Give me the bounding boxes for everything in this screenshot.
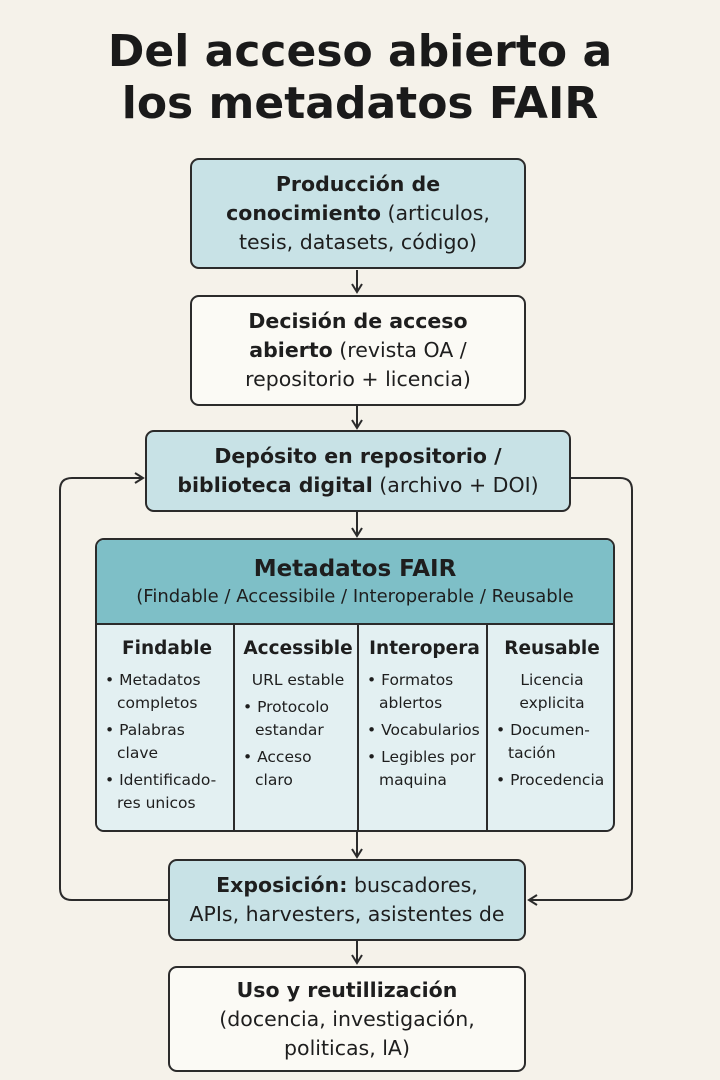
fair-item: • Palabras clave: [105, 719, 229, 765]
box-produccion-line-3: tesis, datasets, código): [238, 230, 478, 254]
fair-item-text: Formatos ablertos: [379, 671, 454, 712]
fair-item-text: Legibles por maquina: [379, 748, 476, 789]
fair-item: URL estable: [243, 669, 353, 692]
fair-item: • Procedencia: [496, 769, 608, 792]
loop-right-arrow: [527, 477, 633, 906]
fair-column-title: Accessible: [243, 638, 353, 659]
box-uso-line-1: Uso y reutillización: [236, 977, 458, 1002]
box-uso-line-2: (docencia, investigación,: [219, 1006, 475, 1031]
box-decision-bold: abierto: [249, 338, 333, 362]
fair-item-text: Documen-tación: [508, 721, 590, 762]
bullet-icon: •: [105, 771, 120, 789]
fair-subtitle: (Findable / Accessibile / Interoperable …: [136, 585, 574, 607]
box-decision-detail: (revista OA /: [332, 338, 467, 362]
box-exposicion-detail: buscadores,: [347, 873, 478, 897]
box-deposito-bold: biblioteca digital: [177, 473, 373, 497]
title-line-2: los metadatos FAIR: [121, 78, 599, 129]
box-exposicion-bold: Exposición:: [216, 873, 348, 897]
fair-item-text: Metadatos completos: [117, 671, 201, 712]
page-title: Del acceso abierto a los metadatos FAIR: [0, 26, 720, 130]
fair-item: Licencia explicita: [496, 669, 608, 715]
fair-item: • Vocabularios: [367, 719, 482, 742]
box-decision-line-3: repositorio + licencia): [245, 367, 471, 391]
fair-item-text: Identificado-res unicos: [117, 771, 217, 812]
fair-item: • Legibles por maquina: [367, 746, 482, 792]
fair-column-interopera: Interopera• Formatos ablertos• Vocabular…: [359, 625, 488, 830]
fair-item: • Metadatos completos: [105, 669, 229, 715]
box-decision-line-1: Decisión de acceso: [248, 309, 468, 333]
fair-column-title: Reusable: [504, 638, 600, 659]
fair-item: • Identificado-res unicos: [105, 769, 229, 815]
box-deposito-detail: (archivo + DOI): [372, 473, 539, 497]
box-produccion: Producción de conocimiento (articulos, t…: [190, 158, 526, 269]
fair-header: Metadatos FAIR (Findable / Accessibile /…: [97, 540, 613, 625]
bullet-icon: •: [496, 721, 511, 739]
fair-item-text: Licencia explicita: [519, 671, 585, 712]
fair-item: • Acceso claro: [243, 746, 353, 792]
loop-left-arrow: [59, 472, 168, 901]
bullet-icon: •: [367, 721, 382, 739]
box-deposito-line-1: Depósito en repositorio /: [214, 444, 502, 468]
box-exposicion-line-2: APIs, harvesters, asistentes de: [189, 902, 505, 926]
box-produccion-line-1: Producción de: [275, 172, 441, 196]
fair-column-findable: Findable• Metadatos completos• Palabras …: [97, 625, 235, 830]
fair-column-title: Interopera: [369, 638, 480, 659]
bullet-icon: •: [243, 698, 258, 716]
box-uso-line-3: politicas, lA): [284, 1035, 410, 1060]
bullet-icon: •: [496, 771, 511, 789]
bullet-icon: •: [367, 671, 382, 689]
bullet-icon: •: [105, 721, 120, 739]
fair-item-text: URL estable: [251, 671, 345, 689]
box-deposito: Depósito en repositorio / biblioteca dig…: [145, 430, 571, 512]
fair-item: • Protocolo estandar: [243, 696, 353, 742]
title-line-1: Del acceso abierto a: [107, 26, 613, 77]
box-produccion-detail: (articulos,: [380, 201, 490, 225]
box-produccion-bold: conocimiento: [226, 201, 381, 225]
bullet-icon: •: [105, 671, 120, 689]
fair-metadata-panel: Metadatos FAIR (Findable / Accessibile /…: [95, 538, 615, 832]
fair-item: • Documen-tación: [496, 719, 608, 765]
bullet-icon: •: [367, 748, 382, 766]
fair-title: Metadatos FAIR: [253, 555, 457, 582]
box-decision: Decisión de acceso abierto (revista OA /…: [190, 295, 526, 406]
fair-item-text: Procedencia: [510, 771, 605, 789]
fair-column-title: Findable: [121, 638, 212, 659]
box-uso: Uso y reutillización (docencia, investig…: [168, 966, 526, 1072]
fair-item-text: Palabras clave: [117, 721, 185, 762]
fair-item-text: Vocabularios: [381, 721, 480, 739]
fair-item-text: Acceso claro: [255, 748, 312, 789]
box-exposicion: Exposición: buscadores, APIs, harvesters…: [168, 859, 526, 941]
fair-columns: Findable• Metadatos completos• Palabras …: [97, 625, 613, 830]
fair-item-text: Protocolo estandar: [255, 698, 330, 739]
bullet-icon: •: [243, 748, 258, 766]
fair-item: • Formatos ablertos: [367, 669, 482, 715]
